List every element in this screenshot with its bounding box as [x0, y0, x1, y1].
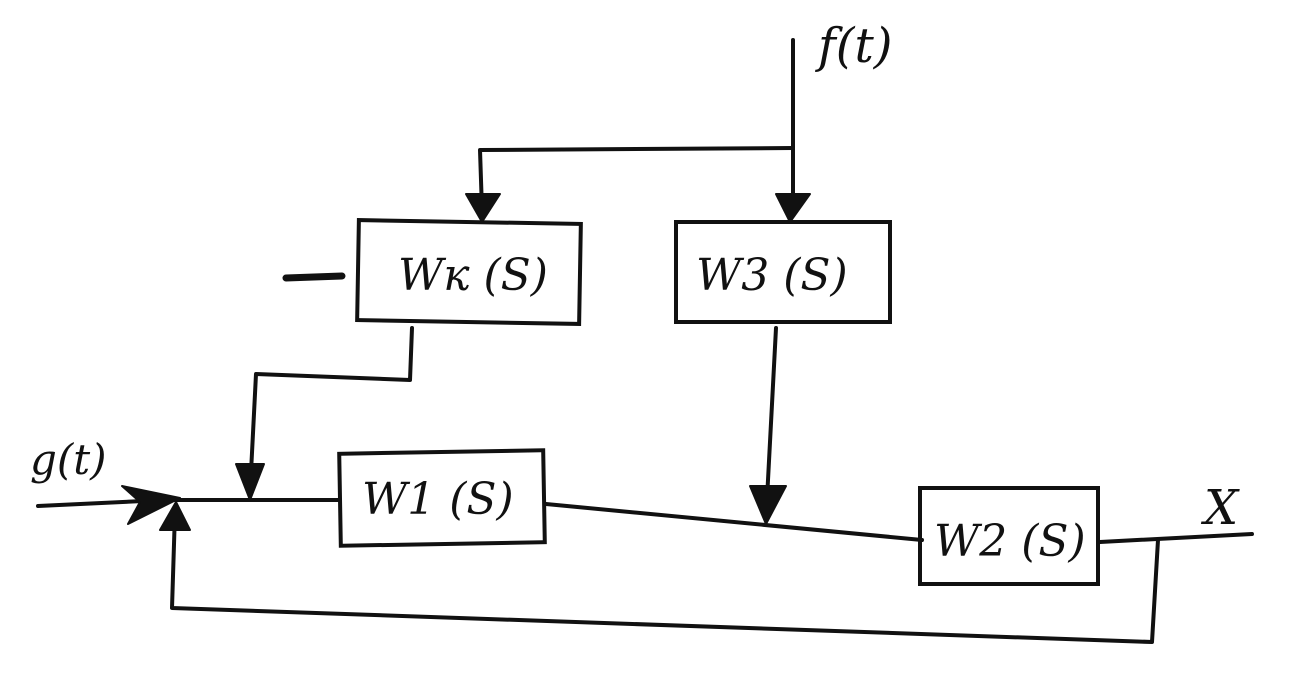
label-g-t: g(t)	[30, 435, 107, 484]
arrow-feedback-into-sum	[159, 501, 191, 531]
label-wk: Wк (S)	[398, 250, 548, 301]
block-w2	[918, 486, 1100, 586]
arrow-g-into-sum	[121, 485, 181, 525]
label-w1: W1 (S)	[362, 474, 514, 525]
label-w2: W2 (S)	[934, 516, 1086, 567]
arrow-into-wk	[465, 193, 501, 223]
wire-w1-to-w2	[544, 502, 924, 542]
wire-feedback	[170, 510, 1160, 644]
arrow-into-w3	[775, 193, 811, 223]
label-w3: W3 (S)	[696, 250, 848, 301]
block-w3	[674, 220, 892, 324]
wire-w2-output	[1098, 532, 1254, 544]
block-wk	[355, 218, 583, 326]
label-f-t: f(t)	[815, 18, 893, 74]
arrow-w3-into-line	[749, 485, 787, 525]
arrow-wk-into-line	[235, 463, 265, 501]
wire-f-to-wk	[478, 146, 795, 212]
wk-side-mark	[282, 272, 346, 282]
block-w1	[337, 448, 547, 548]
label-x-output: X	[1200, 480, 1240, 536]
wire-wk-to-sum	[248, 326, 414, 494]
